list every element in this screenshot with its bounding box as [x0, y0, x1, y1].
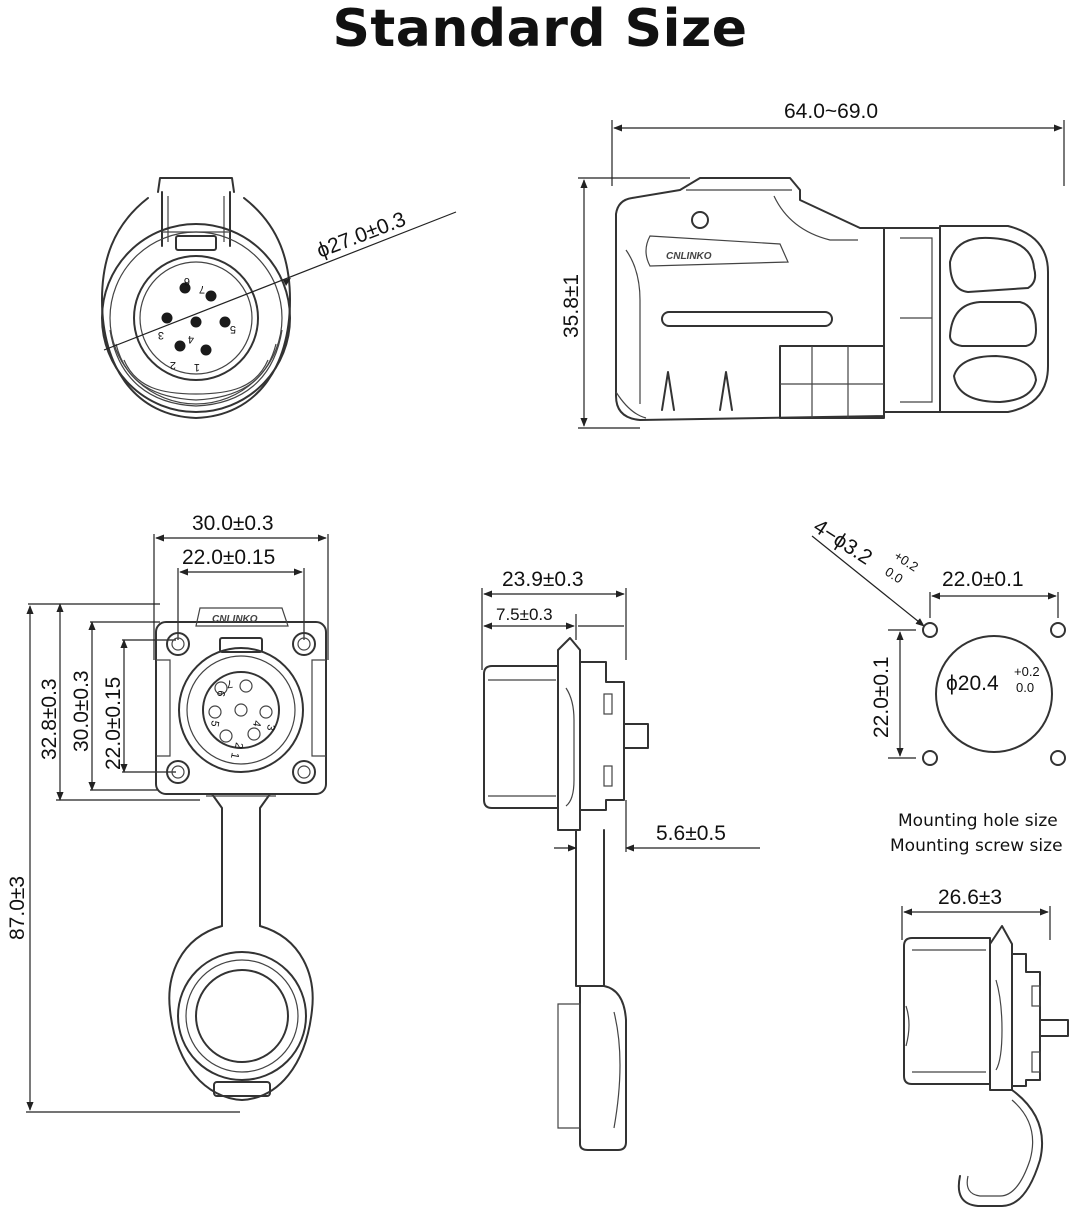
rear-profile-view: 26.6±3 — [901, 886, 1069, 1207]
flange-pin-label: 6 — [214, 689, 227, 697]
dim-profile-front: 7.5±0.3 — [496, 605, 553, 624]
dim-mount-spacing-w: 22.0±0.1 — [942, 568, 1024, 591]
dim-flange-inner: 30.0±0.3 — [70, 670, 93, 752]
front-pin-label: 1 — [194, 361, 200, 373]
front-pin-label: 7 — [199, 283, 205, 295]
front-pin-label: 5 — [230, 323, 236, 335]
dim-mount-center-tol-upper: +0.2 — [1014, 664, 1040, 679]
dim-flange-width: 30.0±0.3 — [192, 512, 274, 535]
front-pin-label: 3 — [158, 329, 164, 341]
dim-side-height: 35.8±1 — [560, 274, 583, 338]
dim-front-diameter: ϕ27.0±0.3 — [314, 208, 409, 263]
flange-pin-label: 7 — [225, 677, 233, 690]
dim-mount-spacing-h: 22.0±0.1 — [870, 656, 893, 738]
flange-pin-label: 3 — [264, 723, 277, 731]
note-screw-size: Mounting screw size — [890, 836, 1063, 856]
dim-profile-depth: 23.9±0.3 — [502, 568, 584, 591]
front-pin-label: 4 — [188, 333, 194, 345]
front-pin-label: 6 — [184, 275, 190, 287]
side-view: 64.0~69.0 35.8±1 CNLINKO — [560, 100, 1065, 429]
dim-total-length: 87.0±3 — [6, 876, 29, 940]
dim-mount-center-tol-lower: 0.0 — [1016, 680, 1034, 695]
flange-pin-label: 4 — [250, 719, 263, 727]
flange-pin-label: 2 — [232, 741, 245, 749]
dim-hole-spacing-h: 22.0±0.15 — [102, 677, 125, 770]
dim-side-length: 64.0~69.0 — [784, 100, 878, 123]
front-pin-label: 2 — [170, 359, 176, 371]
dim-mount-center: ϕ20.4 — [946, 672, 999, 695]
profile-view: 23.9±0.3 7.5±0.3 5.6±0.5 — [481, 568, 760, 1151]
dim-panel-thickness: 5.6±0.5 — [656, 822, 726, 845]
flange-brand-logo: CNLINKO — [212, 614, 258, 625]
flange-view: 30.0±0.3 22.0±0.15 32.8±0.3 30.0±0.3 22.… — [6, 512, 329, 1113]
flange-pin-label: 5 — [208, 719, 221, 727]
page-title: Standard Size — [332, 0, 748, 59]
flange-pin-label: 1 — [228, 751, 241, 759]
mounting-pattern: 4−ϕ3.2 +0.2 0.0 22.0±0.1 22.0±0.1 ϕ20.4 … — [809, 515, 1066, 856]
dim-flange-height: 32.8±0.3 — [38, 678, 61, 760]
dim-rear-depth: 26.6±3 — [938, 886, 1002, 909]
front-view: 7 6 3 4 5 2 1 ϕ27.0±0.3 — [101, 177, 457, 419]
side-brand-logo: CNLINKO — [666, 251, 712, 262]
dim-hole-spacing-w: 22.0±0.15 — [182, 546, 275, 569]
note-hole-size: Mounting hole size — [898, 811, 1058, 831]
